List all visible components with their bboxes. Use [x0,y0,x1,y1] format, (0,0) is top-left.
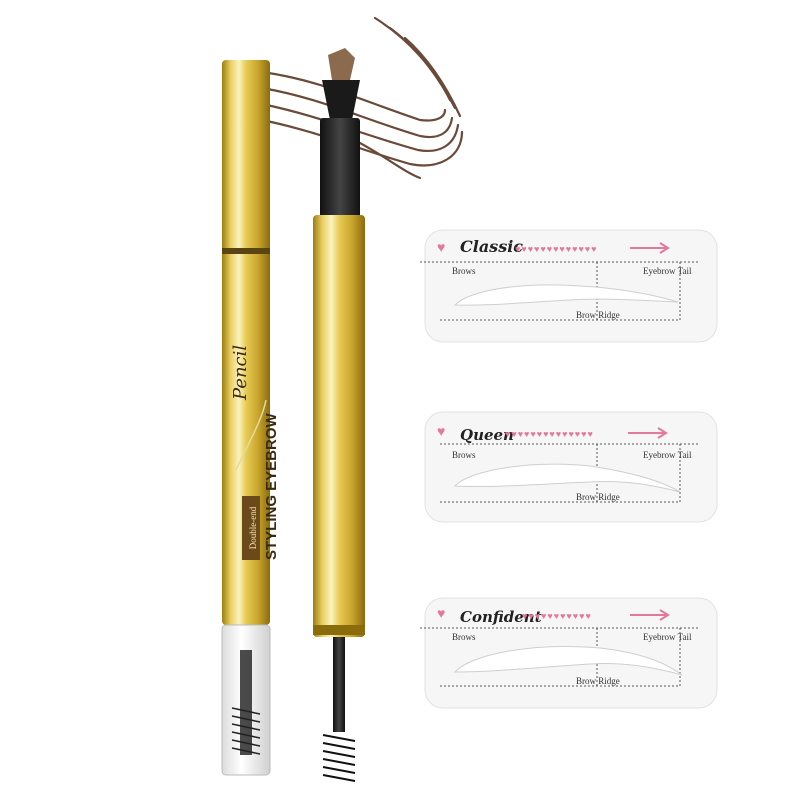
heart-icon: ♥ [437,425,445,440]
stencil-queen: ♥ Queen ♥♥♥♥♥♥♥♥♥♥♥♥♥♥ Brows Eyebrow Tai… [424,411,718,523]
stencil-confident: ♥ Confident ♥♥♥♥♥♥♥♥♥♥♥ Brows Eyebrow Ta… [420,597,718,709]
heart-icon: ♥ [437,241,445,256]
double-end-badge [242,496,260,560]
stencil-name-classic: Classic [460,237,523,256]
open-eyebrow-pencil [313,48,365,782]
brow-ridge-label: Brow Ridge [576,492,620,502]
stencil-name-confident: Confident [460,608,542,626]
pencil-script-label: Pencil [230,345,251,401]
heart-chain-icon: ♥♥♥♥♥♥♥♥♥♥♥♥♥ [515,244,597,254]
brow-shape [453,284,679,306]
brow-ridge-label: Brow Ridge [576,676,620,686]
brows-label: Brows [452,632,476,642]
brows-label: Brows [452,266,476,276]
arrow-icon [628,427,668,439]
spoolie-brush-icon [231,707,261,755]
arrow-icon [630,242,670,254]
feather-icon [235,399,267,471]
brow-shape [453,463,681,493]
eyebrow-tail-label: Eyebrow Tail [643,450,692,460]
brows-label: Brows [452,450,476,460]
heart-chain-icon: ♥♥♥♥♥♥♥♥♥♥♥ [522,611,592,621]
brow-stroke-sample [260,16,464,180]
heart-icon: ♥ [437,607,445,622]
stencil-name-queen: Queen [460,426,514,444]
fork-tip-icon [322,48,360,120]
double-end-label: Double-end [248,506,258,549]
heart-chain-icon: ♥♥♥♥♥♥♥♥♥♥♥♥♥♥ [505,429,594,439]
spoolie-end-icon [322,734,356,782]
stencil-classic: ♥ Classic ♥♥♥♥♥♥♥♥♥♥♥♥♥ Brows Eyebrow Ta… [420,229,718,343]
brow-ridge-label: Brow Ridge [576,310,620,320]
eyebrow-tail-label: Eyebrow Tail [643,266,692,276]
arrow-icon [630,609,670,621]
eyebrow-tail-label: Eyebrow Tail [643,632,692,642]
product-title-label: STYLING EYEBROW [263,412,280,560]
brow-shape [453,646,683,676]
capped-eyebrow-pencil: Double-end STYLING EYEBROW Pencil [221,60,280,776]
